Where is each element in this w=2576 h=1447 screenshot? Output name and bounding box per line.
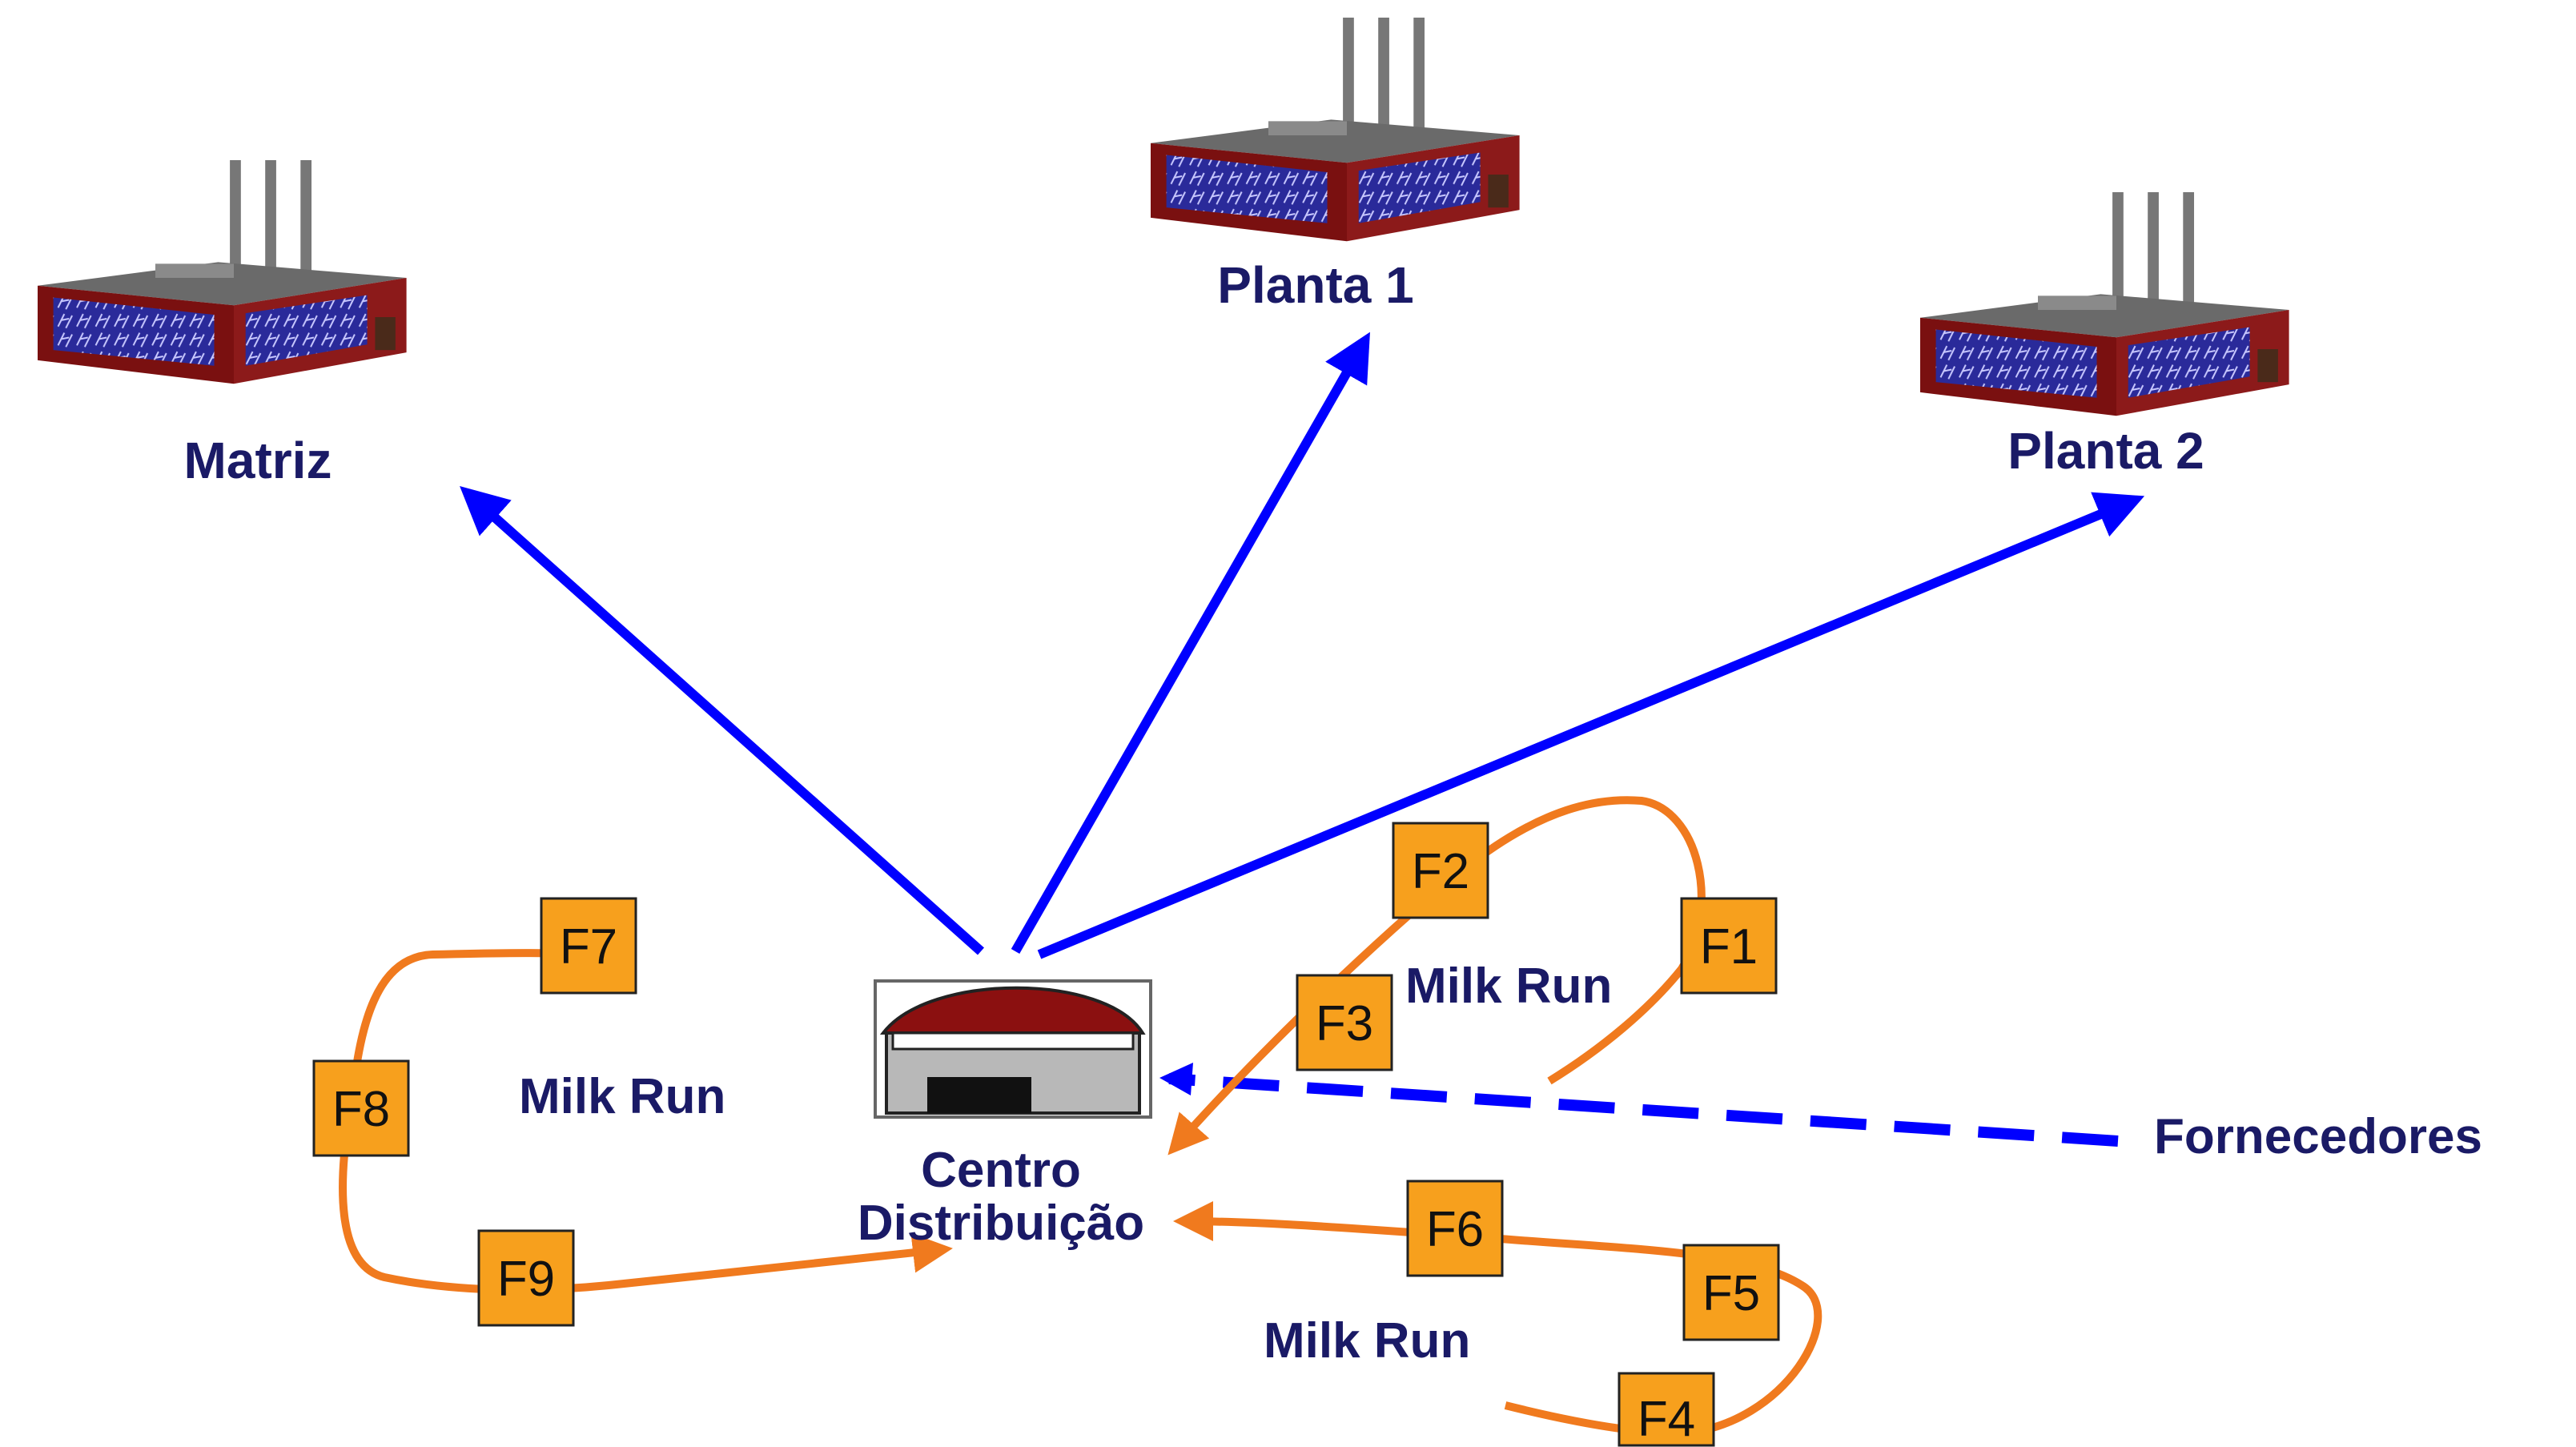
arrow-to-planta1 — [1011, 332, 1370, 954]
supplier-label: F1 — [1700, 919, 1758, 975]
supplier-box-f5: F5 — [1682, 1244, 1780, 1341]
supplier-label: F7 — [560, 919, 617, 975]
supplier-label: F9 — [497, 1252, 555, 1307]
milk-run-label-lower: Milk Run — [1264, 1313, 1470, 1369]
supplier-box-f4: F4 — [1618, 1372, 1715, 1447]
arrow-to-planta2 — [1037, 492, 2145, 959]
supplier-label: F2 — [1412, 844, 1469, 899]
supplier-label: F4 — [1638, 1392, 1695, 1447]
warehouse-icon — [874, 979, 1152, 1119]
milk-run-label-upper: Milk Run — [1405, 959, 1612, 1014]
supplier-label: F8 — [332, 1082, 390, 1137]
centro-label-line1: Centro — [921, 1143, 1081, 1198]
supplier-box-f2: F2 — [1392, 822, 1489, 919]
supplier-box-f9: F9 — [477, 1229, 575, 1327]
planta1-label: Planta 1 — [1217, 256, 1413, 314]
supplier-box-f1: F1 — [1680, 897, 1778, 995]
milk-run-label-left: Milk Run — [519, 1069, 725, 1124]
fornecedores-label: Fornecedores — [2154, 1109, 2482, 1164]
factory-icon — [1920, 192, 2289, 416]
supplier-box-f8: F8 — [312, 1059, 410, 1157]
fornecedores-dashed-line — [1168, 1073, 2119, 1147]
factory-icon — [38, 160, 407, 384]
supplier-label: F3 — [1316, 996, 1373, 1051]
supplier-box-f7: F7 — [540, 897, 637, 995]
supplier-label: F5 — [1702, 1266, 1760, 1321]
factory-icon — [1151, 18, 1520, 242]
centro-label-line2: Distribuição — [858, 1196, 1144, 1251]
matriz-label: Matriz — [184, 432, 332, 489]
supplier-label: F6 — [1426, 1202, 1484, 1257]
arrow-to-matriz — [460, 486, 984, 955]
fornecedores-arrowhead — [1159, 1063, 1193, 1095]
planta2-label: Planta 2 — [2007, 422, 2204, 480]
supplier-box-f6: F6 — [1406, 1180, 1504, 1277]
supplier-box-f3: F3 — [1296, 974, 1393, 1071]
milk-run-route-left — [339, 949, 953, 1294]
